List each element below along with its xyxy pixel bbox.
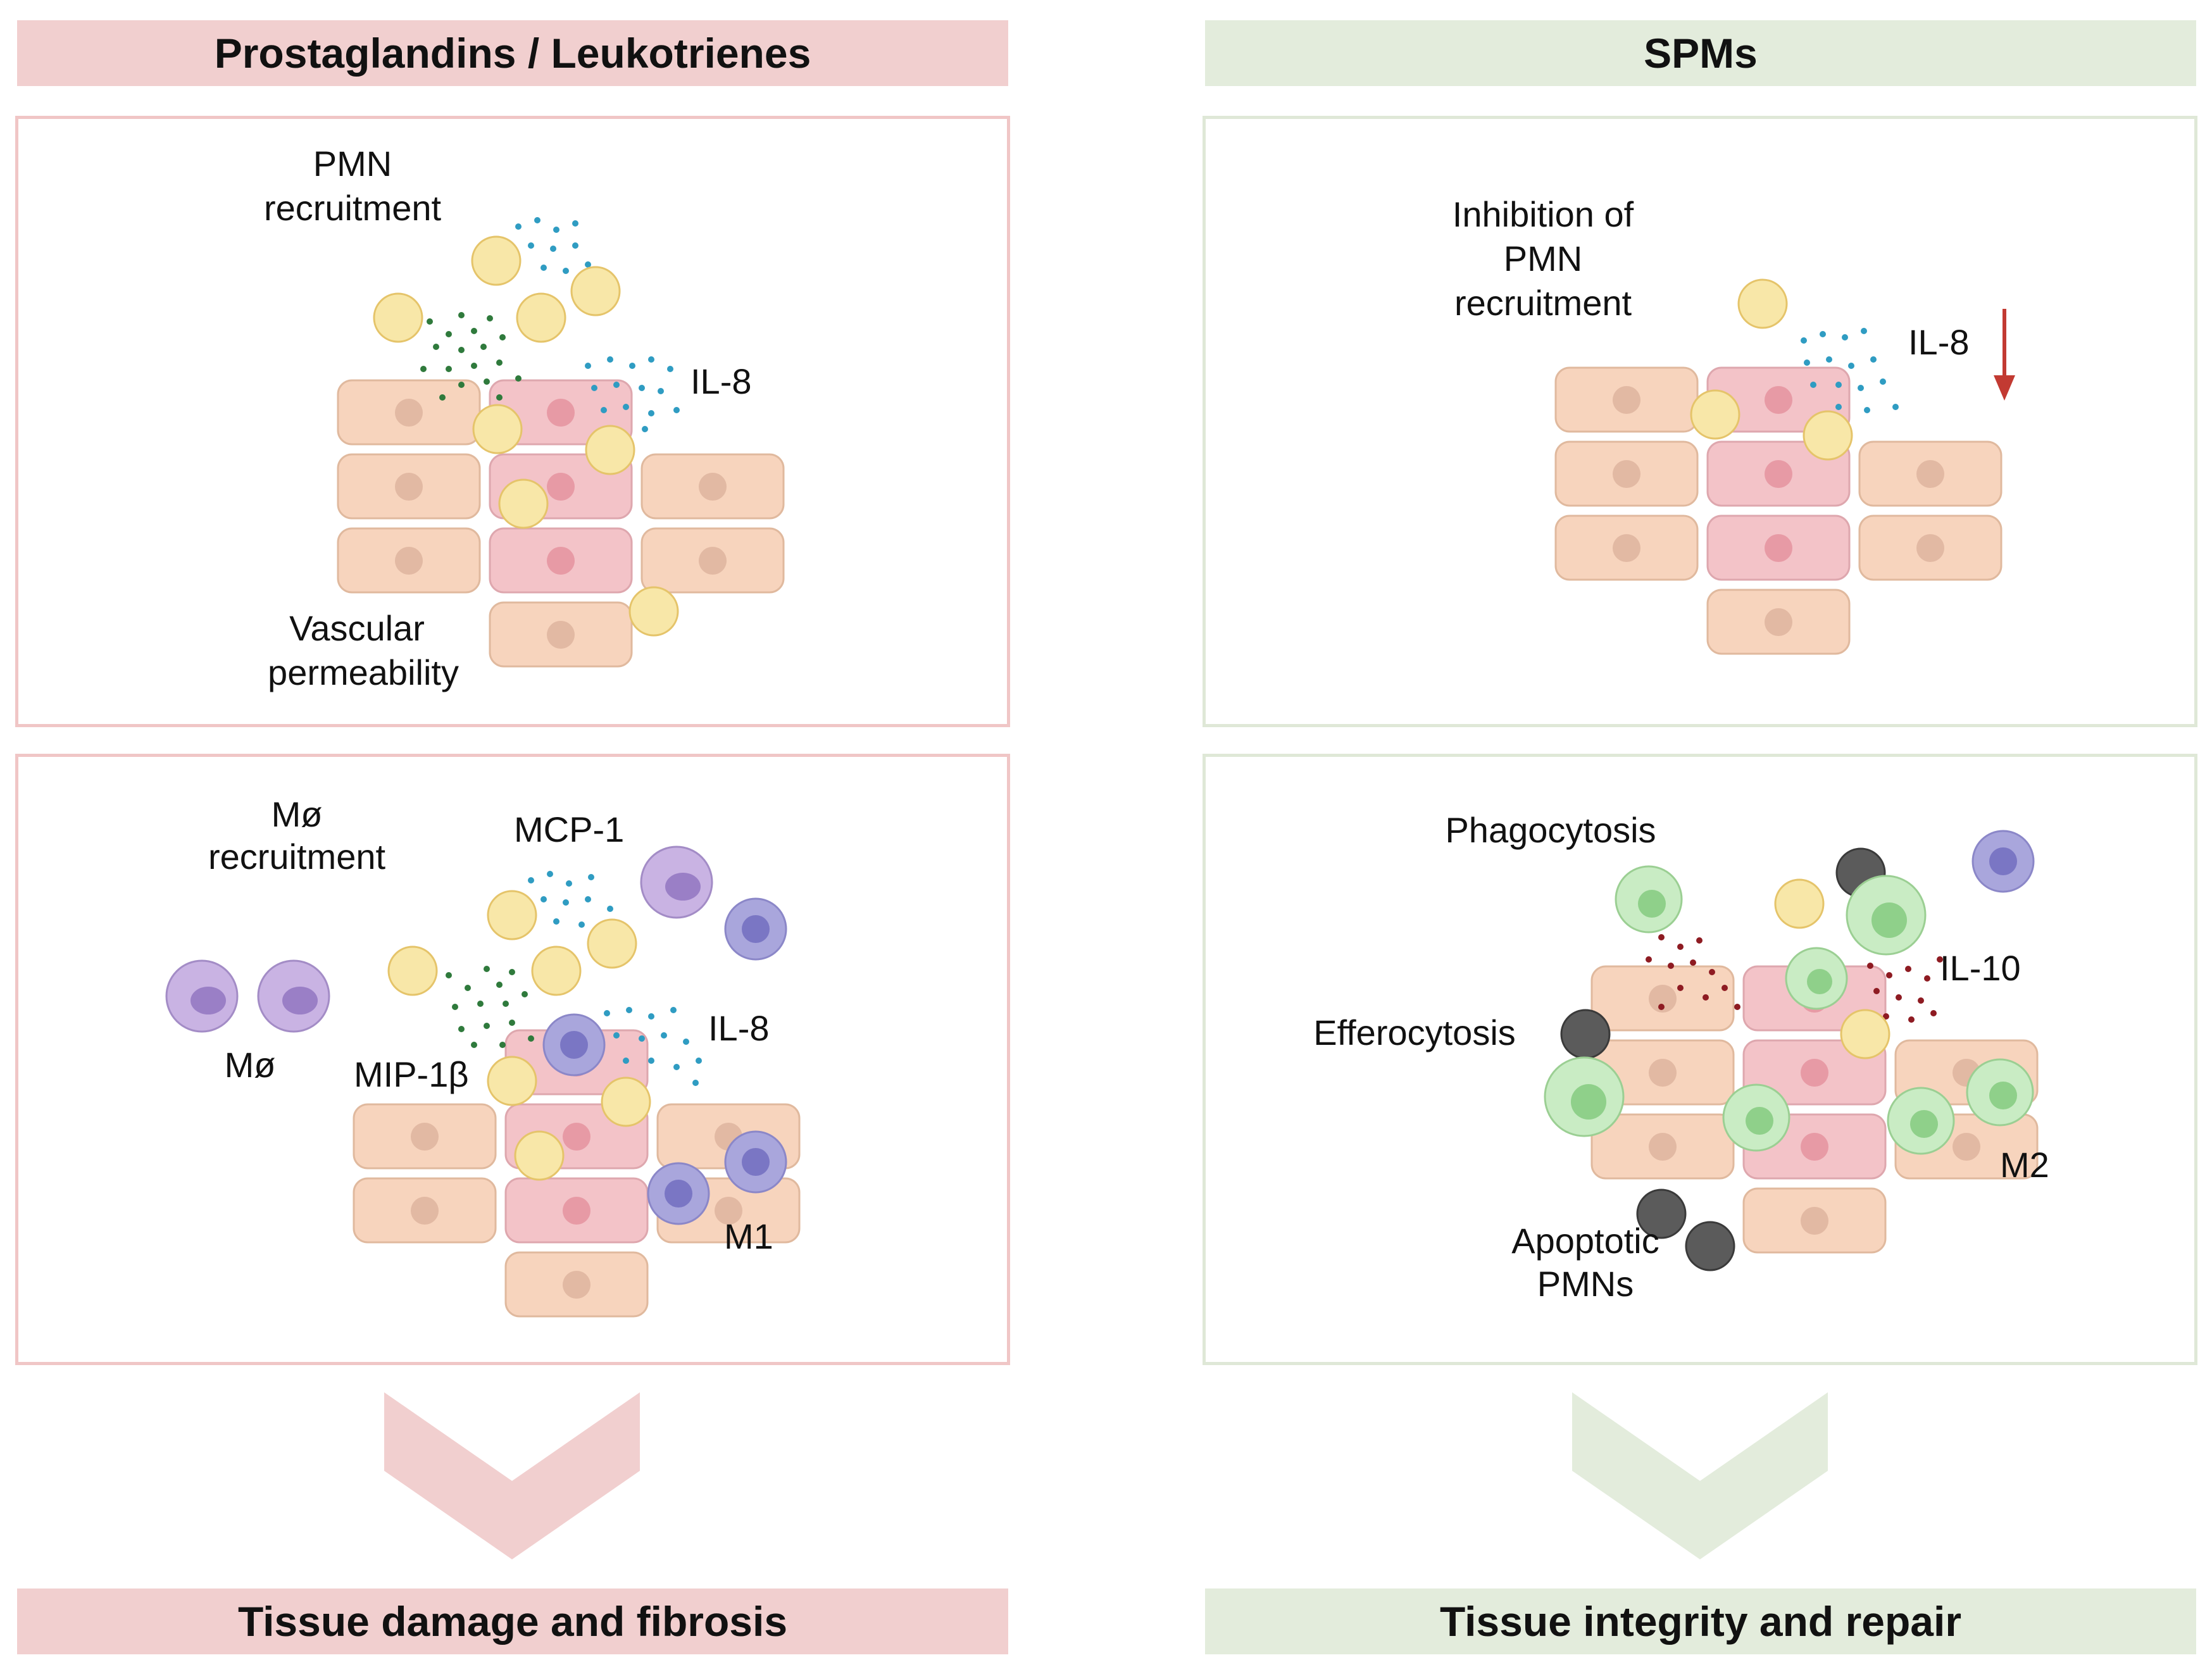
panel-resolution-diagram: Phagocytosis IL-10 Efferocytosis M2 Apop… [1313, 810, 2049, 1304]
m2-nuclei [1571, 890, 2017, 1138]
green-chemokine-dots [446, 966, 534, 1048]
tissue-cells [1590, 965, 2039, 1254]
il8-dots [515, 217, 680, 435]
macrophage-nuclei [191, 873, 701, 1014]
label-il10: IL-10 [1940, 948, 2021, 988]
label-phagocytosis: Phagocytosis [1445, 810, 1656, 850]
label-efferocytosis: Efferocytosis [1313, 1013, 1516, 1052]
panel-macrophage-recruitment: Mø recruitment MCP-1 IL-8 MIP-1β Mø M1 [15, 754, 1010, 1365]
label-m1: M1 [724, 1216, 773, 1256]
neutrophils [387, 890, 651, 1181]
label-vascular: Vascular [289, 608, 425, 648]
m1-nuclei [560, 915, 770, 1208]
green-chemokine-dots [420, 312, 522, 401]
chevron-down-icon [384, 1392, 640, 1559]
mcp1-il8-dots [528, 871, 702, 1086]
panel-inhibition-pmn: Inhibition of PMN recruitment IL-8 [1203, 116, 2197, 727]
label-macrophage: Mø [225, 1045, 276, 1085]
label-mcp1: MCP-1 [514, 809, 624, 849]
label-pmn: PMN [313, 144, 392, 184]
il8-dots [1801, 328, 1899, 432]
m1-macrophage [1971, 830, 2035, 893]
panel-resolution: Phagocytosis IL-10 Efferocytosis M2 Apop… [1203, 754, 2197, 1365]
label-pmns: PMNs [1537, 1264, 1634, 1304]
panel-pmn-recruitment: PMN recruitment IL-8 Vascular permeabili… [15, 116, 1010, 727]
header-prostaglandins: Prostaglandins / Leukotrienes [17, 20, 1008, 86]
header-spms: SPMs [1205, 20, 2196, 86]
panel-inhibition-diagram: Inhibition of PMN recruitment IL-8 [1453, 194, 2015, 655]
neutrophils [373, 235, 679, 637]
label-recruitment: recruitment [1454, 283, 1632, 323]
label-mip1b: MIP-1β [354, 1054, 469, 1094]
apoptotic-pmns [1560, 847, 1886, 1271]
panel-pmn-diagram: PMN recruitment IL-8 Vascular permeabili… [264, 144, 785, 692]
decrease-arrow [1994, 309, 2015, 401]
label-il8: IL-8 [1908, 322, 1970, 362]
label-apoptotic: Apoptotic [1511, 1221, 1659, 1261]
label-mo-recruitment: recruitment [208, 837, 386, 877]
tissue-cells [337, 379, 785, 668]
label-permeability: permeability [268, 652, 459, 692]
label-mo: Mø [272, 794, 323, 834]
chevron-down-icon [1572, 1392, 1828, 1559]
il10-dots [1646, 934, 1943, 1023]
panel-macrophage-diagram: Mø recruitment MCP-1 IL-8 MIP-1β Mø M1 [165, 794, 801, 1318]
m1-macrophages [542, 897, 787, 1225]
label-m2: M2 [2000, 1145, 2049, 1185]
label-inhibition-of: Inhibition of [1453, 194, 1634, 234]
neutrophils [1690, 278, 1853, 461]
label-recruitment: recruitment [264, 188, 442, 228]
tissue-cells [1554, 366, 2003, 655]
label-il8: IL-8 [708, 1008, 770, 1048]
label-il8: IL-8 [690, 361, 752, 401]
footer-tissue-damage: Tissue damage and fibrosis [17, 1588, 1008, 1654]
footer-tissue-repair: Tissue integrity and repair [1205, 1588, 2196, 1654]
label-pmn: PMN [1504, 239, 1582, 278]
neutrophils [1774, 878, 1890, 1059]
